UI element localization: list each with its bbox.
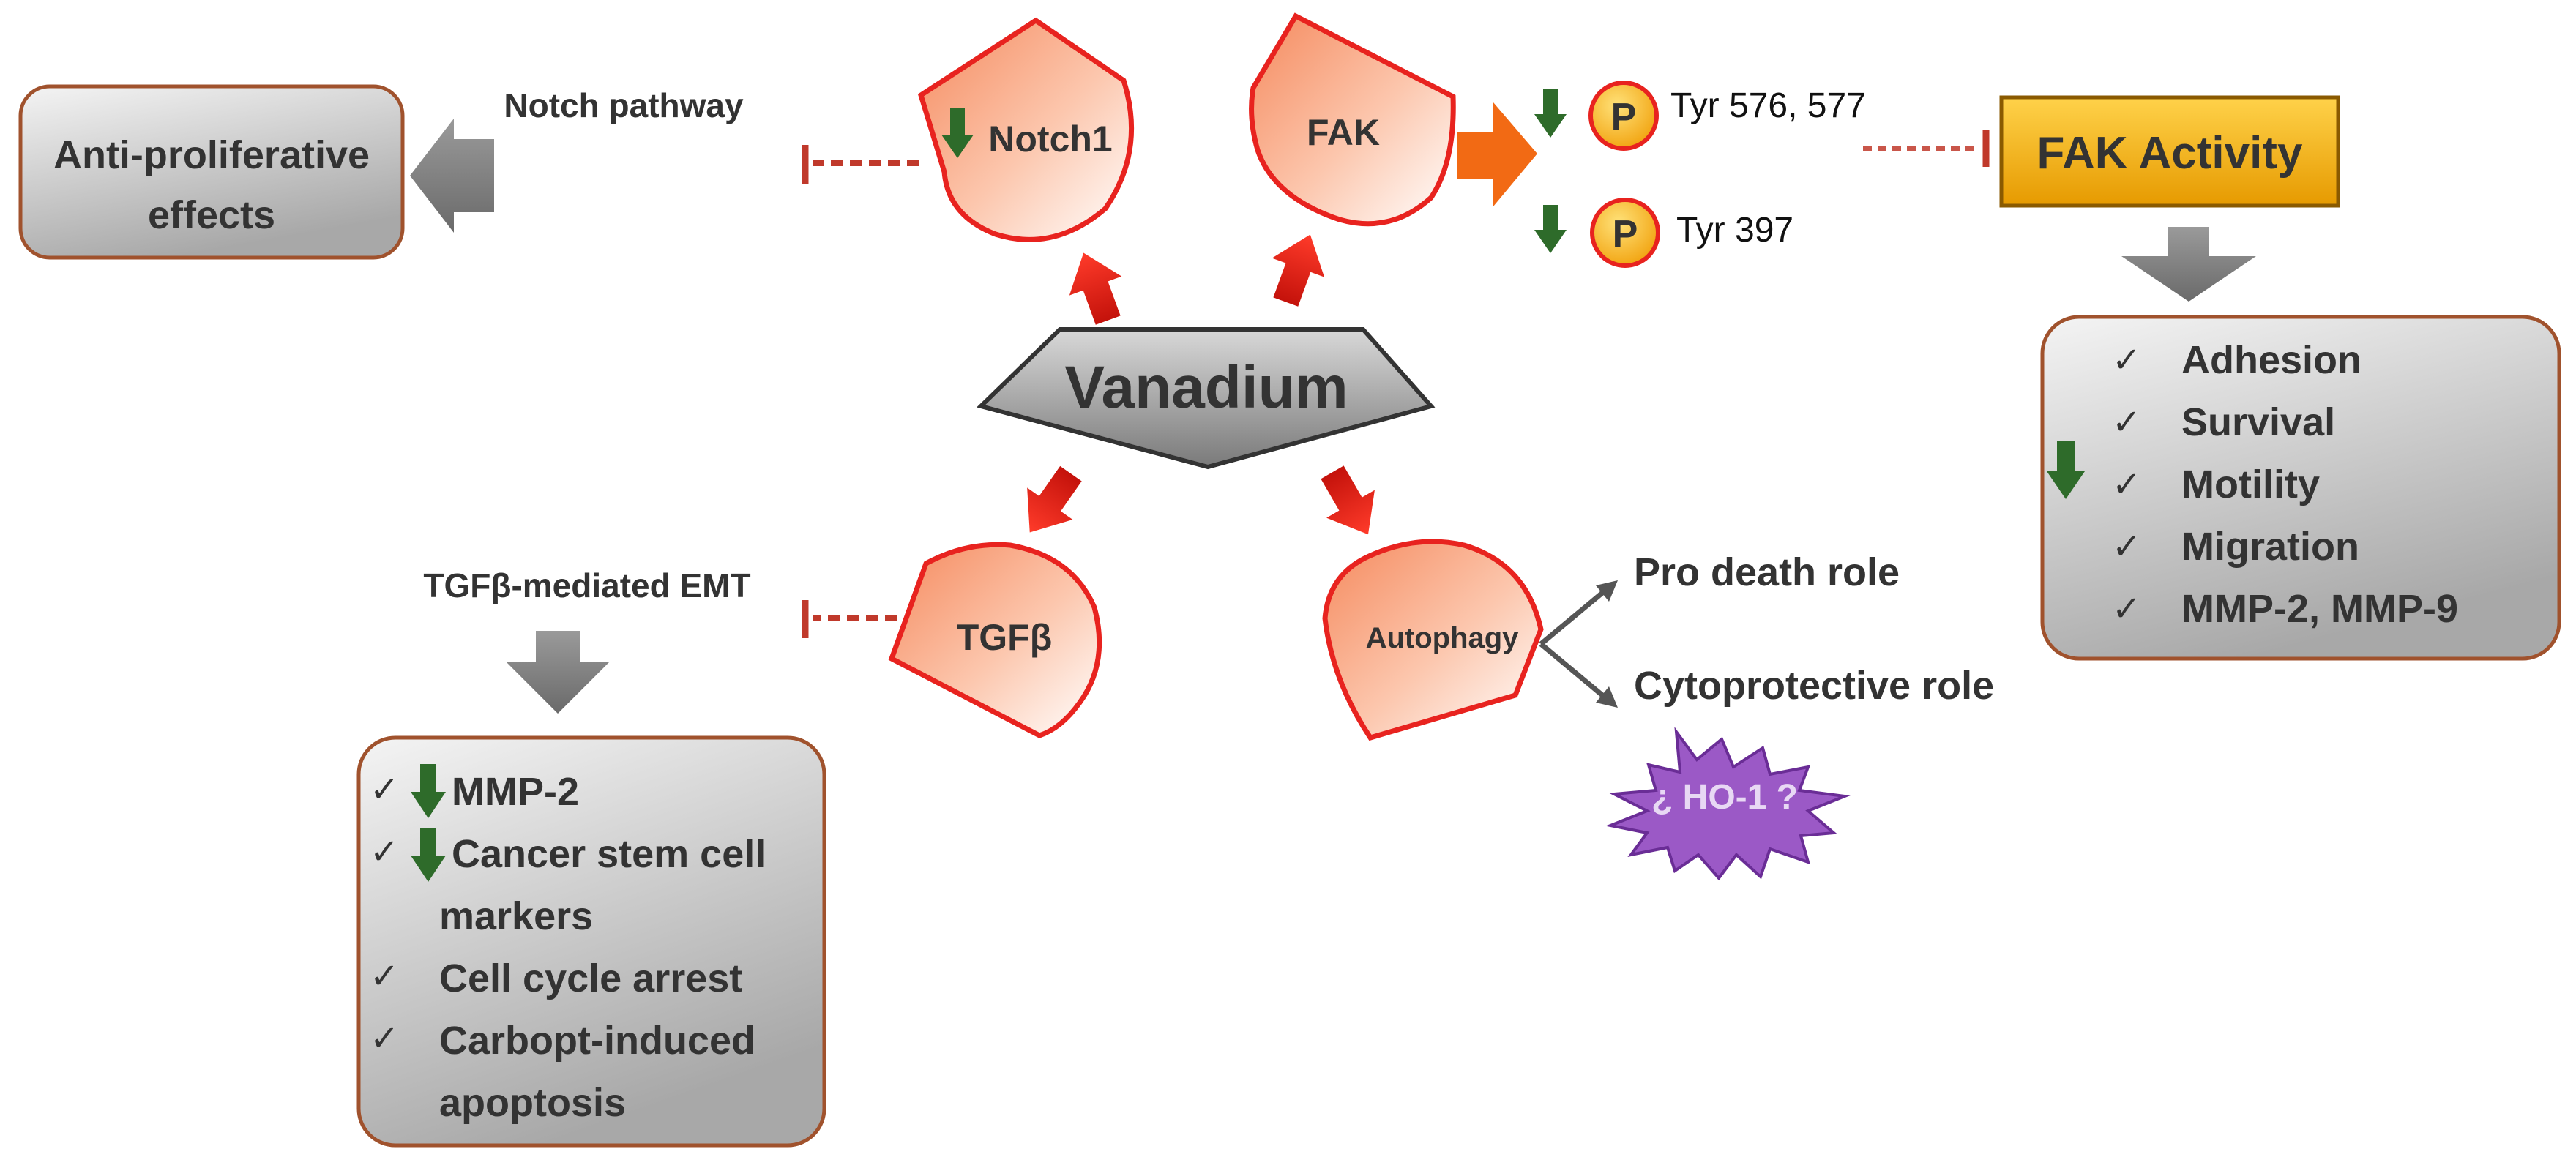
fak-effect-label: Motility [2181,463,2320,506]
fak-shape [1249,12,1456,227]
notch1-shape [917,17,1135,242]
tgfb-effect-item-2: ✓ Cell cycle arrest [370,957,742,1000]
fak-activity-box: FAK Activity [1999,95,2340,208]
anti-proliferative-line2: effects [148,193,275,237]
check-mark: ✓ [370,957,399,996]
down-arrow-icon [411,828,446,882]
check-mark: ✓ [2112,403,2141,442]
tgfb-inhibition-line [802,600,897,638]
vanadium-arrow-to-fak [1272,234,1325,307]
phospho-site-2: P Tyr 397 [1534,198,1793,268]
vanadium-arrow-to-tgfb [1027,465,1082,533]
tgfb-label: TGFβ [957,617,1053,658]
check-mark: ✓ [2112,590,2141,629]
down-arrow-icon [941,108,974,158]
pro-death-role-label: Pro death role [1634,550,1900,594]
vanadium-arrow-to-autophagy [1321,465,1375,535]
autophagy-label: Autophagy [1366,622,1520,654]
tgfb-shape [888,542,1102,738]
check-mark: ✓ [2112,341,2141,380]
starburst-shape [1605,727,1851,881]
autophagy-shape [1322,539,1544,741]
gray-arrow-down-tgfb [507,631,609,714]
down-arrow-icon [1534,89,1567,138]
check-mark: ✓ [370,771,399,809]
ho1-burst: ¿ HO-1 ? [1605,727,1851,881]
vanadium-hub: Vanadium [977,327,1436,470]
fak-effect-label: Adhesion [2181,338,2362,382]
fak-effect-item-1: ✓ Survival [2112,400,2335,444]
down-arrow-icon [1534,205,1567,253]
notch-inhibition-line [802,145,919,184]
tgfb-effect-label: Cancer stem cell [452,832,766,876]
gray-arrow-left [410,119,494,233]
tgfb-effects-box: ✓ MMP-2 ✓ Cancer stem cell markers ✓ Cel… [356,735,826,1148]
fak-effect-label: Migration [2181,525,2359,569]
fak-activity-label: FAK Activity [2037,128,2303,179]
cytoprotective-role-label: Cytoprotective role [1634,664,1994,708]
check-mark: ✓ [370,833,399,872]
notch-pathway-label: Notch pathway [504,86,744,124]
tgfb-effect-label-cont: markers [439,894,593,938]
ho1-label: ¿ HO-1 ? [1651,778,1798,817]
phospho-site-2-label: Tyr 397 [1676,211,1793,250]
tgfb-node: TGFβ [888,542,1102,738]
vanadium-arrow-to-notch1 [1069,252,1122,325]
down-arrow-icon [411,764,446,818]
phosphate-icon [1590,198,1660,268]
tgfb-effect-label-cont: apoptosis [439,1081,626,1125]
fak-effects-box: ✓ Adhesion ✓ Survival ✓ Motility ✓ Migra… [2040,315,2561,661]
notch1-node: Notch1 [917,17,1135,242]
phospho-site-1: P Tyr 576, 577 [1534,81,1866,151]
notch1-label: Notch1 [988,119,1112,160]
fak-node: FAK [1249,12,1456,227]
fak-effect-item-0: ✓ Adhesion [2112,338,2362,382]
check-mark: ✓ [2112,528,2141,566]
phosphate-symbol-2: P [1613,213,1638,255]
tgfb-effect-item-0: ✓ MMP-2 [370,764,579,818]
tgfb-effect-label: MMP-2 [452,770,579,814]
down-arrow-icon [2047,441,2085,499]
orange-arrow-right [1457,102,1537,206]
anti-proliferative-box: Anti-proliferative effects [18,84,405,260]
phosphate-symbol-1: P [1611,96,1637,138]
fak-effect-item-2: ✓ Motility [2112,463,2320,506]
anti-proliferative-line1: Anti-proliferative [53,133,370,177]
autophagy-node: Autophagy [1322,539,1544,741]
fak-effect-label: MMP-2, MMP-9 [2181,587,2458,631]
fak-effect-item-3: ✓ Migration [2112,525,2359,569]
tgfb-effect-label: Cell cycle arrest [439,957,742,1000]
fak-inhibition-line [1863,130,1990,167]
tgfb-effect-item-3: ✓ Carbopt-induced apoptosis [370,1019,755,1125]
check-mark: ✓ [370,1019,399,1058]
phospho-site-1-label: Tyr 576, 577 [1670,86,1866,125]
fak-label: FAK [1307,112,1380,153]
gray-arrow-down-fak [2121,227,2256,302]
tgfb-emt-label: TGFβ-mediated EMT [423,566,750,604]
fak-effect-label: Survival [2181,400,2335,444]
vanadium-label: Vanadium [1064,354,1348,421]
fak-effect-item-4: ✓ MMP-2, MMP-9 [2112,587,2458,631]
phosphate-icon [1588,81,1659,151]
tgfb-effect-label: Carbopt-induced [439,1019,755,1063]
vanadium-shape [977,327,1436,470]
tgfb-effect-item-1: ✓ Cancer stem cell markers [370,828,766,938]
check-mark: ✓ [2112,465,2141,504]
autophagy-branch-lines [1539,580,1618,708]
